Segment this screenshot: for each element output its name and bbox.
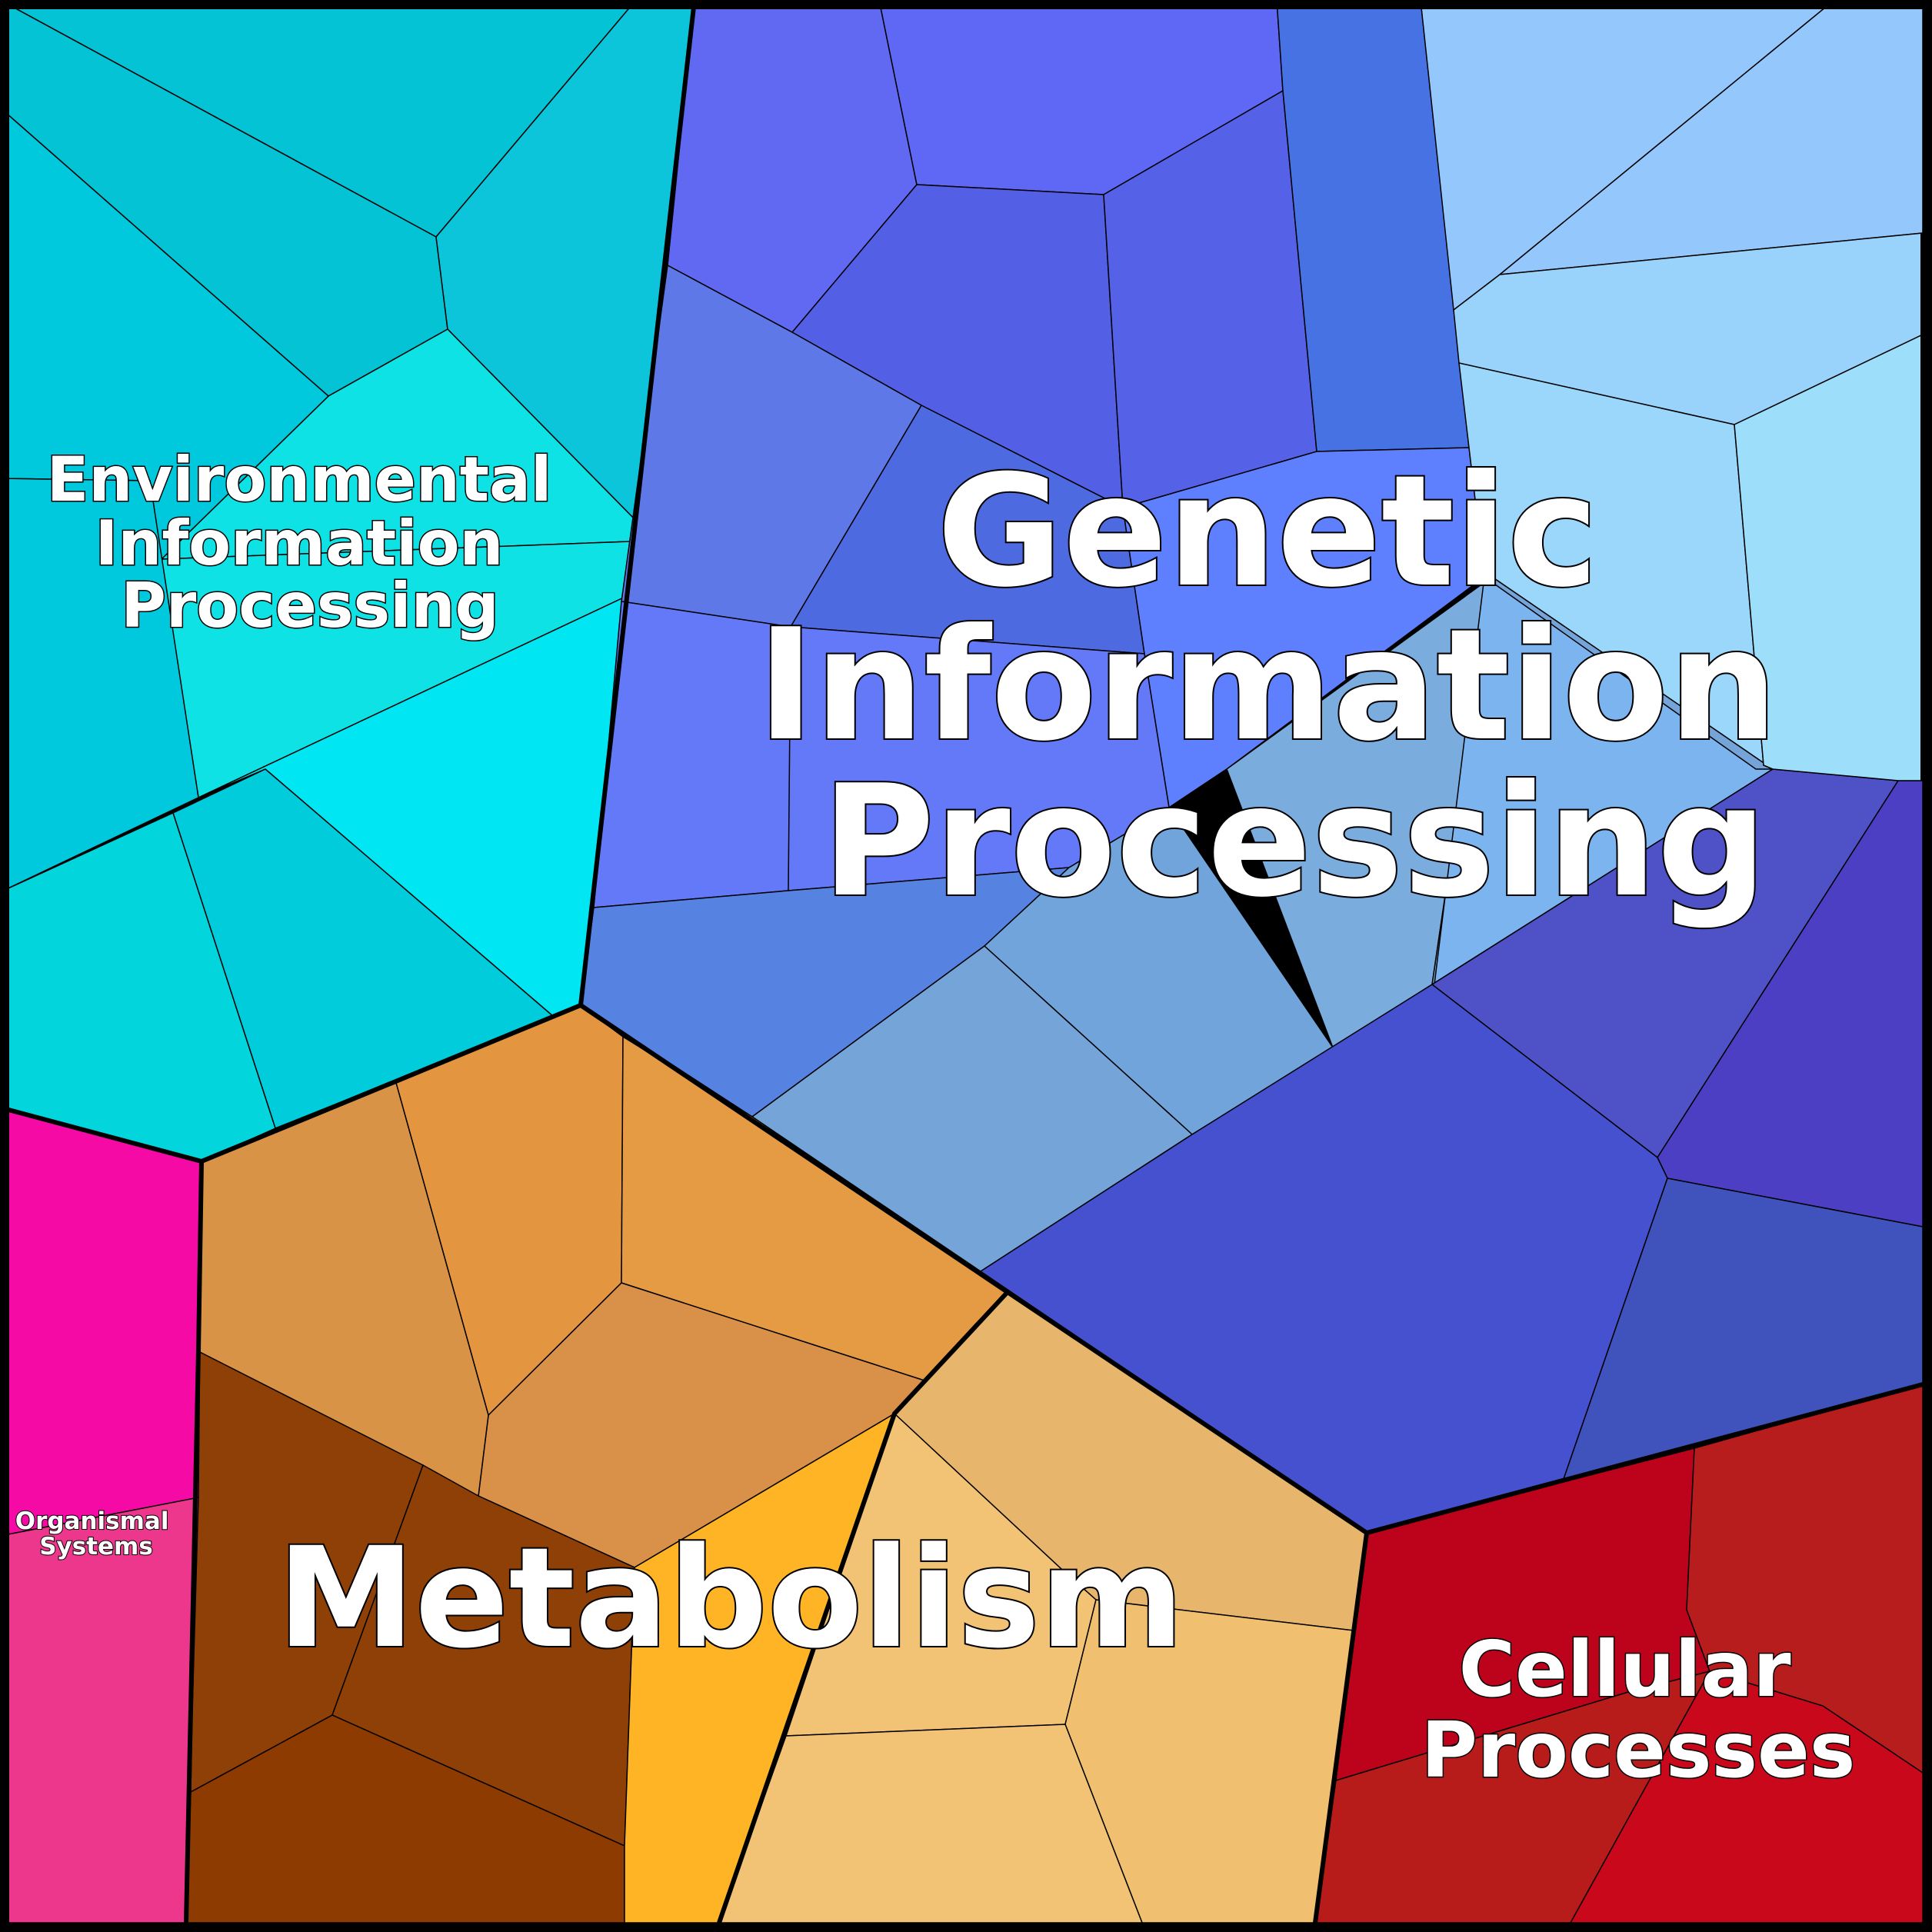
region-genetic-light [1420,0,1924,781]
label-line: Cellular [1459,1624,1792,1714]
label-line: Systems [39,1533,153,1561]
label-line: Information [758,596,1778,775]
region-environmental-information-processing [0,0,695,1162]
label-line: Organismal [15,1507,169,1535]
label-line: Processing [821,752,1767,931]
cell [0,1497,199,1924]
label-line: Metabolism [277,1518,1184,1679]
label-metabolism: Metabolism [277,1518,1184,1679]
label-environmental-information-processing: Environmental Information Processing [47,444,574,641]
label-line: Environmental [47,444,552,515]
label-line: Processing [121,570,499,641]
label-organismal-systems: Organismal Systems [15,1507,178,1561]
label-genetic-information-processing: Genetic Information Processing [758,442,1832,931]
region-organismal-systems [0,1107,202,1924]
label-line: Genetic [937,442,1599,621]
region-cellular-processes [1314,1384,1924,1924]
label-cellular-processes: Cellular Processes [1421,1624,1856,1795]
label-line: Information [95,508,504,579]
cell [0,1107,202,1537]
label-line: Processes [1421,1705,1856,1795]
region-metabolism [185,1004,1367,1924]
region-genetic-information-processing [580,0,1924,1534]
